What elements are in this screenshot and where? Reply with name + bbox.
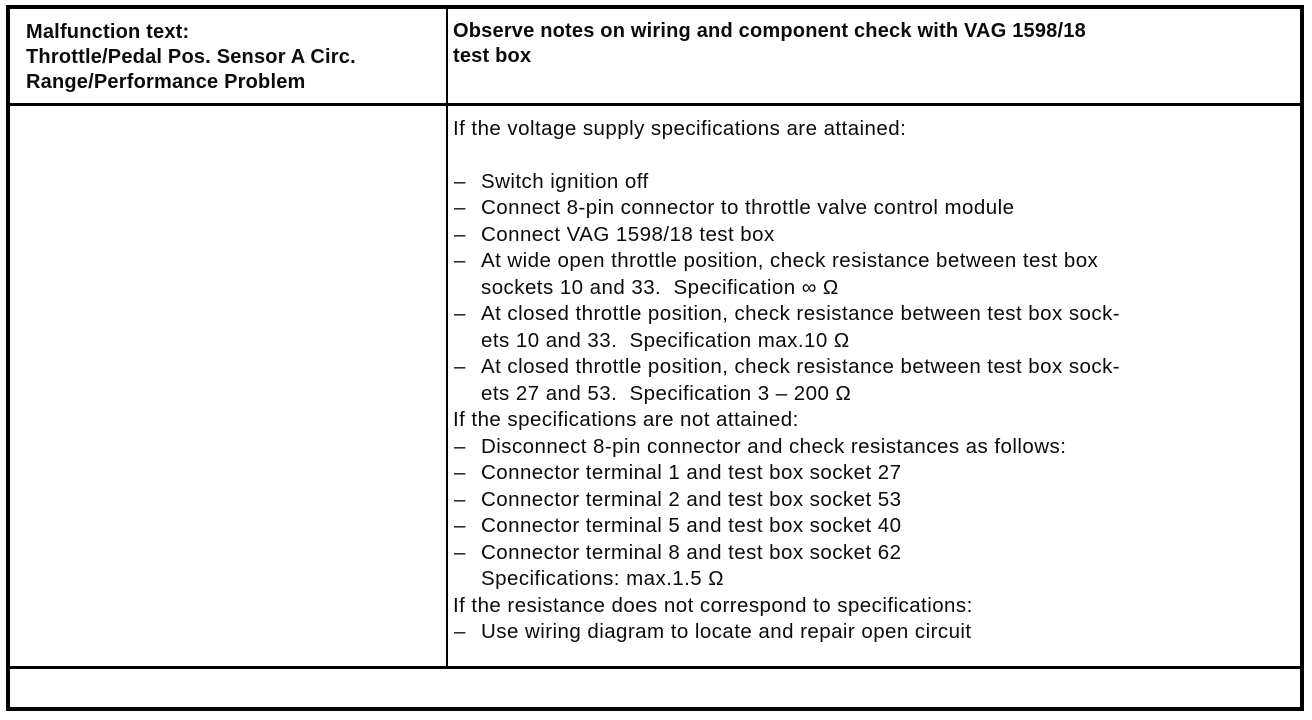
dash-marker: – bbox=[454, 196, 466, 219]
procedure-line-text: If the voltage supply specifications are… bbox=[453, 117, 907, 140]
procedure-line: Specifications: max.1.5 Ω bbox=[453, 566, 1286, 593]
dash-marker: – bbox=[454, 620, 466, 643]
procedure-line: –At wide open throttle position, check r… bbox=[453, 248, 1286, 301]
procedure-line-text: Connect 8-pin connector to throttle valv… bbox=[481, 196, 1015, 219]
malfunction-body-cell-empty bbox=[10, 106, 448, 666]
procedure-line-text: At closed throttle position, check resis… bbox=[481, 355, 1121, 405]
procedure-line: –Connect 8-pin connector to throttle val… bbox=[453, 195, 1286, 222]
procedure-line: –Connector terminal 5 and test box socke… bbox=[453, 513, 1286, 540]
procedure-line: If the voltage supply specifications are… bbox=[453, 116, 1286, 143]
procedure-line-text: Use wiring diagram to locate and repair … bbox=[481, 620, 972, 643]
procedure-line: –Switch ignition off bbox=[453, 169, 1286, 196]
malfunction-text-header-cell: Malfunction text: Throttle/Pedal Pos. Se… bbox=[10, 9, 448, 103]
procedure-line: –Connect VAG 1598/18 test box bbox=[453, 222, 1286, 249]
procedure-line-text: Connector terminal 8 and test box socket… bbox=[481, 540, 902, 564]
procedure-line: If the specifications are not attained: bbox=[453, 407, 1286, 434]
procedure-line-text: If the resistance does not correspond to… bbox=[453, 593, 973, 617]
dash-marker: – bbox=[454, 487, 466, 511]
table-header-row: Malfunction text: Throttle/Pedal Pos. Se… bbox=[10, 9, 1300, 106]
table-footer-empty-row bbox=[10, 669, 1300, 707]
dash-marker: – bbox=[454, 434, 466, 458]
procedure-line-text: Connector terminal 5 and test box socket… bbox=[481, 514, 902, 537]
procedure-line-text: Connector terminal 1 and test box socket… bbox=[481, 461, 902, 484]
procedure-line: –Use wiring diagram to locate and repair… bbox=[453, 619, 1286, 646]
malfunction-check-table: Malfunction text: Throttle/Pedal Pos. Se… bbox=[6, 5, 1304, 711]
dash-marker: – bbox=[454, 461, 466, 484]
procedure-line: –Connector terminal 1 and test box socke… bbox=[453, 460, 1286, 487]
procedure-line: –At closed throttle position, check resi… bbox=[453, 301, 1286, 354]
procedure-cell: If the voltage supply specifications are… bbox=[448, 106, 1300, 666]
dash-marker: – bbox=[454, 302, 466, 325]
procedure-line: If the resistance does not correspond to… bbox=[453, 593, 1286, 620]
wiring-check-header-cell: Observe notes on wiring and component ch… bbox=[453, 20, 1086, 67]
procedure-line-text: Connect VAG 1598/18 test box bbox=[481, 222, 775, 246]
procedure-line-text: Specifications: max.1.5 Ω bbox=[481, 567, 725, 590]
dash-marker: – bbox=[454, 169, 466, 193]
procedure-line-text: At closed throttle position, check resis… bbox=[481, 302, 1121, 352]
dash-marker: – bbox=[454, 222, 466, 246]
procedure-line: –Disconnect 8-pin connector and check re… bbox=[453, 434, 1286, 461]
procedure-line: –At closed throttle position, check resi… bbox=[453, 354, 1286, 407]
procedure-line-text: Connector terminal 2 and test box socket… bbox=[481, 487, 902, 511]
dash-marker: – bbox=[454, 355, 466, 378]
procedure-line-text: Disconnect 8-pin connector and check res… bbox=[481, 434, 1067, 458]
procedure-line-text: If the specifications are not attained: bbox=[453, 408, 799, 431]
procedure-list: If the voltage supply specifications are… bbox=[453, 116, 1286, 646]
procedure-line: –Connector terminal 8 and test box socke… bbox=[453, 540, 1286, 567]
procedure-line: –Connector terminal 2 and test box socke… bbox=[453, 487, 1286, 514]
procedure-line-text: Switch ignition off bbox=[481, 169, 649, 193]
procedure-line-text: At wide open throttle position, check re… bbox=[481, 249, 1099, 299]
dash-marker: – bbox=[454, 249, 466, 272]
dash-marker: – bbox=[454, 540, 466, 564]
dash-marker: – bbox=[454, 514, 466, 537]
table-body-row: If the voltage supply specifications are… bbox=[10, 106, 1300, 669]
